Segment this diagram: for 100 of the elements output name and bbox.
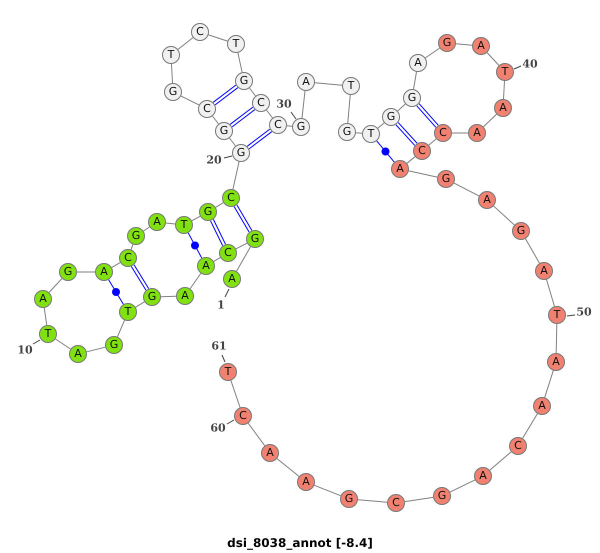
backbone-line bbox=[503, 80, 505, 100]
position-number: 60 bbox=[210, 422, 226, 434]
nucleotide-circle: A bbox=[494, 99, 512, 117]
backbone-line bbox=[546, 279, 555, 307]
backbone-line bbox=[489, 451, 512, 471]
backbone-line bbox=[170, 63, 174, 84]
nucleotide-circle: T bbox=[548, 306, 566, 324]
nucleotide-circle: A bbox=[391, 160, 409, 178]
nucleotide-circle: A bbox=[148, 213, 166, 231]
backbone-line bbox=[44, 307, 48, 326]
backbone-line bbox=[286, 125, 293, 127]
nucleotide-circle: C bbox=[219, 244, 237, 262]
backbone-line bbox=[86, 346, 106, 352]
backbone-line bbox=[314, 82, 343, 86]
nucleotide-circle: A bbox=[478, 191, 496, 209]
backbone-line bbox=[404, 496, 434, 502]
backbone-line bbox=[408, 170, 438, 178]
nucleotide-circle: A bbox=[176, 287, 194, 305]
backbone-line bbox=[347, 94, 351, 124]
nucleotide-circle: G bbox=[382, 108, 400, 126]
backbone-line bbox=[248, 422, 266, 446]
backbone-line bbox=[524, 238, 540, 264]
nucleotide-circle: G bbox=[338, 123, 356, 141]
nucleotide-circle: A bbox=[468, 124, 486, 142]
backbone-line bbox=[48, 278, 62, 293]
nucleotide-circle: A bbox=[69, 345, 87, 363]
backbone-line bbox=[413, 71, 417, 90]
nucleotide-circle: C bbox=[198, 100, 216, 118]
nucleotide-circle: A bbox=[34, 290, 52, 308]
backbone-line bbox=[180, 96, 200, 106]
nucleotide-circle: G bbox=[127, 227, 145, 245]
nucleotide-circle: G bbox=[143, 288, 161, 306]
nucleotide-circle: G bbox=[512, 222, 530, 240]
backbone-line bbox=[190, 272, 202, 290]
nucleotide-circle: G bbox=[438, 34, 456, 52]
nucleotide-circle: G bbox=[292, 118, 310, 136]
backbone-line bbox=[454, 182, 480, 196]
nucleotide-circle: A bbox=[261, 444, 279, 462]
backbone-line bbox=[143, 226, 150, 232]
backbone-line bbox=[232, 161, 240, 190]
nucleotide-circle: G bbox=[246, 230, 264, 248]
backbone-line bbox=[452, 132, 468, 134]
nucleotide-circle: T bbox=[175, 216, 193, 234]
backbone-line bbox=[230, 380, 241, 408]
nucleotide-circle: G bbox=[215, 122, 233, 140]
nucleotide-circle: A bbox=[472, 37, 490, 55]
nucleotide-circle: C bbox=[413, 142, 431, 160]
backbone-line bbox=[191, 216, 201, 222]
position-number: 10 bbox=[17, 344, 33, 356]
backbone-line bbox=[377, 122, 385, 129]
nucleotide-circle: C bbox=[269, 116, 287, 134]
nucleotide-circle: T bbox=[496, 63, 514, 81]
backbone-line bbox=[237, 52, 243, 73]
nucleotide-circle: A bbox=[297, 473, 315, 491]
nucleotide-circle: G bbox=[437, 170, 455, 188]
backbone-line bbox=[544, 370, 554, 398]
nucleotide-circle: C bbox=[222, 189, 240, 207]
nucleotide-circle: T bbox=[342, 77, 360, 95]
backbone-line bbox=[117, 320, 125, 338]
nucleotide-circle: G bbox=[433, 487, 451, 505]
nucleotide-circle: G bbox=[59, 263, 77, 281]
backbone-line bbox=[266, 110, 273, 118]
backbone-line bbox=[556, 324, 558, 354]
backbone-line bbox=[455, 43, 473, 46]
backbone-line bbox=[522, 413, 538, 439]
backbone-line bbox=[406, 156, 416, 164]
nucleotide-circle: C bbox=[252, 94, 270, 112]
backbone-line bbox=[486, 52, 500, 66]
nucleotide-circle: T bbox=[362, 125, 380, 143]
nucleotide-circle: A bbox=[474, 467, 492, 485]
nucleotide-circle: G bbox=[199, 203, 217, 221]
nucleotide-circle: C bbox=[119, 249, 137, 267]
nucleotide-circle: T bbox=[39, 325, 57, 343]
backbone-line bbox=[111, 262, 121, 268]
base-pair-line bbox=[210, 220, 224, 246]
position-number: 1 bbox=[217, 298, 225, 312]
base-pair-line bbox=[108, 279, 124, 305]
nucleotide-circle: G bbox=[403, 89, 421, 107]
backbone-line bbox=[178, 37, 194, 50]
backbone-line bbox=[55, 338, 71, 350]
backbone-line bbox=[130, 244, 134, 250]
backbone-line bbox=[428, 138, 437, 146]
nucleotide-circle: G bbox=[235, 72, 253, 90]
backbone-line bbox=[493, 206, 515, 226]
backbone-line bbox=[165, 222, 176, 224]
nucleotide-circle: G bbox=[232, 144, 250, 162]
base-pair-line bbox=[188, 232, 202, 259]
nucleotide-circle: T bbox=[219, 363, 237, 381]
nucleotide-circle: T bbox=[119, 303, 137, 321]
nucleotide-circle: C bbox=[434, 124, 452, 142]
backbone-line bbox=[357, 499, 388, 503]
nucleotide-circle: G bbox=[340, 490, 358, 508]
position-number: 40 bbox=[522, 58, 538, 70]
nucleotide-circle: A bbox=[197, 257, 215, 275]
position-number: 61 bbox=[211, 340, 227, 352]
position-number: 50 bbox=[576, 306, 592, 318]
nucleotide-circle: A bbox=[409, 54, 427, 72]
backbone-line bbox=[314, 484, 342, 496]
nucleotide-circle: A bbox=[535, 262, 553, 280]
nucleotide-circle: A bbox=[297, 73, 315, 91]
